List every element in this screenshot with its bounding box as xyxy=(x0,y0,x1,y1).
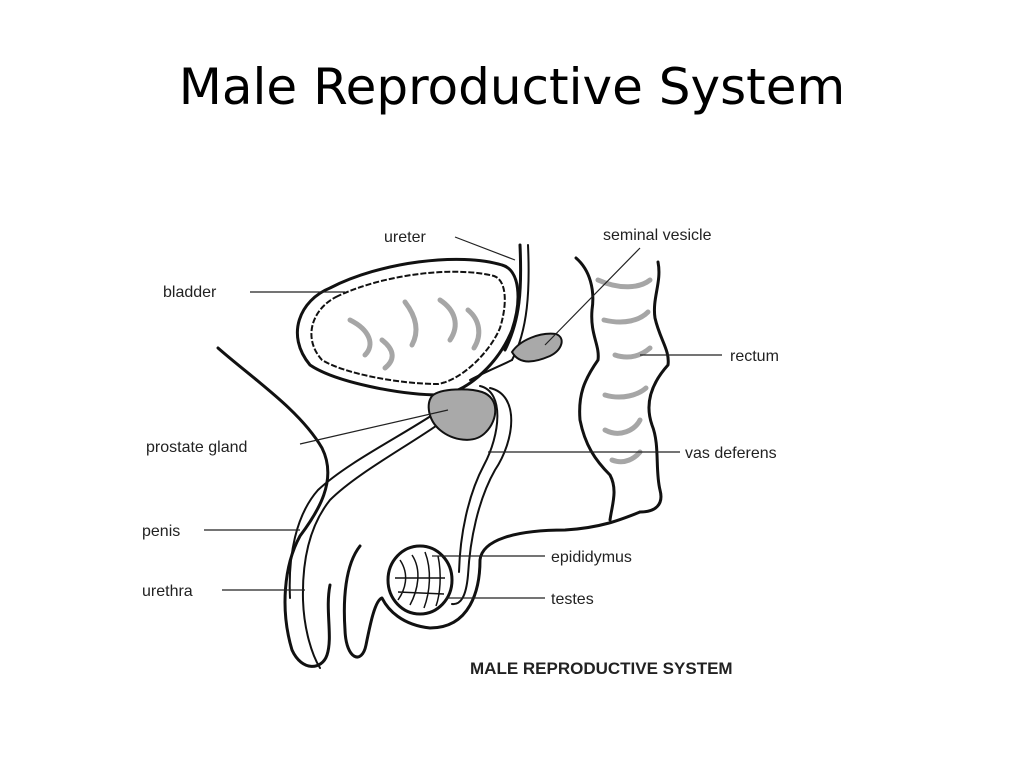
rectum-fold xyxy=(602,385,649,400)
rectum-outline xyxy=(574,256,616,522)
leader-seminal-vesicle xyxy=(544,247,641,346)
rectum-fold xyxy=(601,309,651,325)
testis-shape xyxy=(386,544,454,616)
prostate-gland-shape xyxy=(427,388,497,441)
seminal-vesicle-shape xyxy=(510,332,563,363)
leader-ureter xyxy=(454,236,516,261)
bladder-inner xyxy=(310,270,506,386)
rectum-fold xyxy=(602,417,643,436)
bladder-outer xyxy=(295,257,520,397)
diagram-caption: MALE REPRODUCTIVE SYSTEM xyxy=(470,659,733,678)
bladder-fold xyxy=(402,299,419,348)
rectum-outline xyxy=(638,260,670,514)
urethra-tube xyxy=(301,409,459,669)
bladder-fold xyxy=(347,317,373,358)
vas-deferens-tube xyxy=(451,387,513,606)
label-rectum: rectum xyxy=(730,348,779,365)
label-ureter: ureter xyxy=(384,229,426,246)
label-testes: testes xyxy=(551,591,594,608)
vas-deferens-tube xyxy=(458,385,499,573)
label-prostate-gland: prostate gland xyxy=(146,439,247,456)
testis-lobules xyxy=(395,551,445,609)
label-penis: penis xyxy=(142,523,180,540)
label-epididymus: epididymus xyxy=(551,549,632,566)
label-seminal-vesicle: seminal vesicle xyxy=(603,227,712,244)
rectum-fold xyxy=(609,449,643,465)
seminal-vesicle-duct xyxy=(469,359,513,381)
label-vas-deferens: vas deferens xyxy=(685,445,777,462)
label-bladder: bladder xyxy=(163,284,217,301)
bladder-fold xyxy=(437,297,458,343)
rectum-fold xyxy=(595,277,653,290)
rectum-fold xyxy=(612,345,653,360)
bladder-fold xyxy=(465,307,482,351)
bladder-fold xyxy=(379,337,395,371)
scrotum-outline xyxy=(342,510,642,659)
label-urethra: urethra xyxy=(142,583,193,600)
body-outline xyxy=(216,346,332,668)
urethra-tube-inner xyxy=(288,401,453,599)
ureter-tube xyxy=(503,243,523,352)
slide-title: Male Reproductive System xyxy=(178,58,846,116)
leader-prostate-gland xyxy=(299,409,449,445)
